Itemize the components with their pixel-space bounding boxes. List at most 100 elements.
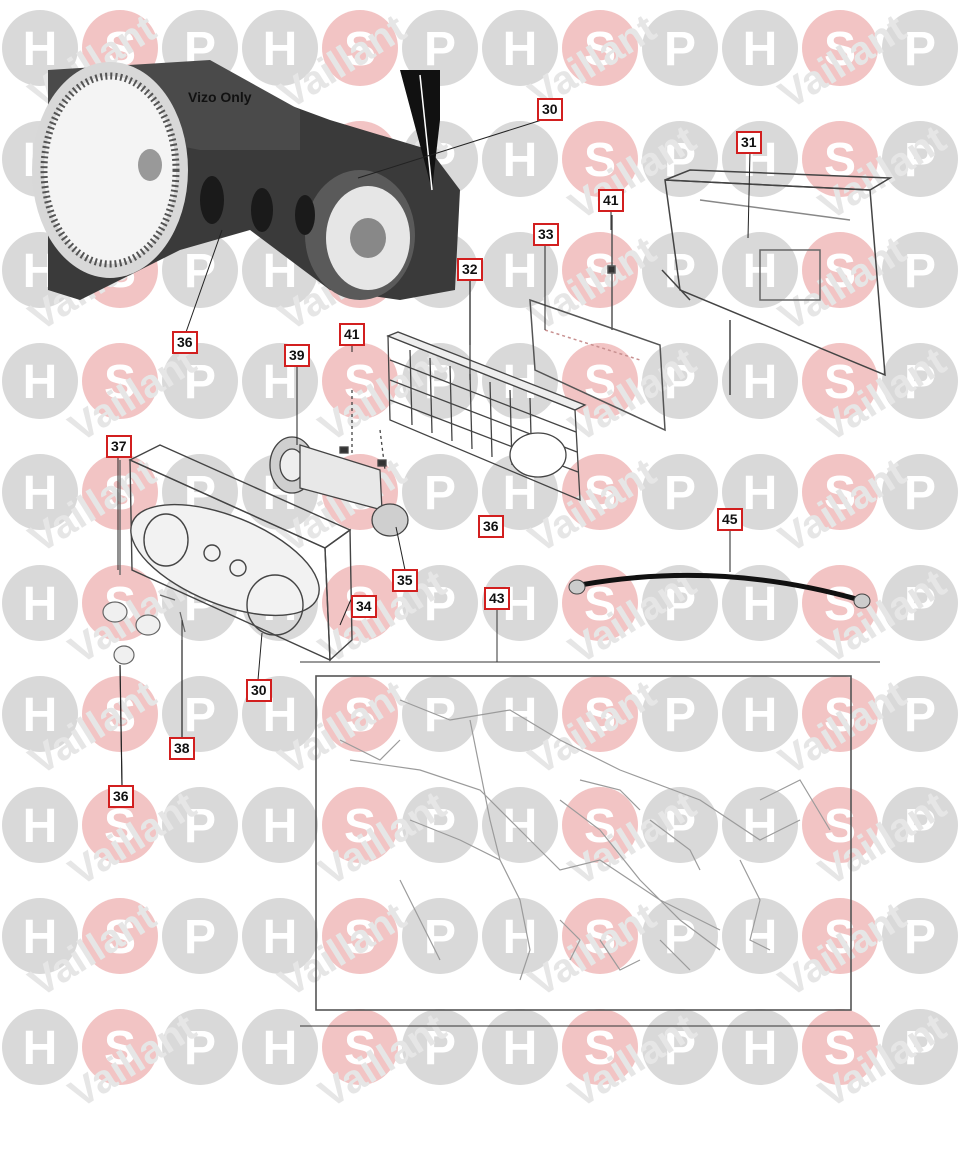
watermark-circle <box>242 898 318 974</box>
watermark-circle <box>802 1009 878 1085</box>
callout-32[interactable]: 32 <box>457 258 483 281</box>
callout-30-top[interactable]: 30 <box>537 98 563 121</box>
watermark-letter: H <box>263 911 298 964</box>
watermark-letter: P <box>664 356 696 409</box>
watermark-circle <box>562 10 638 86</box>
watermark-letter: P <box>424 800 456 853</box>
callout-38[interactable]: 38 <box>169 737 195 760</box>
watermark-circle <box>322 787 398 863</box>
watermark-circle <box>162 232 238 308</box>
callout-36-bottom[interactable]: 36 <box>108 785 134 808</box>
watermark-letter: P <box>184 356 216 409</box>
watermark-circle <box>82 343 158 419</box>
watermark-circle <box>562 898 638 974</box>
watermark-circle <box>242 10 318 86</box>
part-32-grille <box>386 280 587 502</box>
watermark-letter: H <box>263 1022 298 1075</box>
watermark-circle <box>802 454 878 530</box>
watermark-letter: S <box>584 578 616 631</box>
watermark-circle <box>882 343 958 419</box>
watermark-letter: H <box>503 911 538 964</box>
watermark-letter: H <box>23 578 58 631</box>
watermark-circle <box>882 787 958 863</box>
watermark-letter: P <box>664 467 696 520</box>
watermark-circle <box>802 676 878 752</box>
watermark-circle <box>322 676 398 752</box>
callout-31[interactable]: 31 <box>736 131 762 154</box>
vizo-only-note: Vizo Only <box>188 89 252 105</box>
watermark-circle <box>722 1009 798 1085</box>
watermark-circle <box>482 10 558 86</box>
watermark-letter: H <box>503 134 538 187</box>
watermark-letter: S <box>104 1022 136 1075</box>
watermark-circle <box>802 787 878 863</box>
watermark-letter: P <box>904 134 936 187</box>
callout-45[interactable]: 45 <box>717 508 743 531</box>
watermark-circle <box>642 121 718 197</box>
watermark-letter: H <box>503 245 538 298</box>
watermark-letter: S <box>824 134 856 187</box>
watermark-letter: S <box>824 578 856 631</box>
watermark-letter: S <box>344 23 376 76</box>
watermark-circle <box>402 10 478 86</box>
watermark-letter: P <box>904 245 936 298</box>
watermark-circle <box>402 565 478 641</box>
watermark-circle <box>2 1009 78 1085</box>
watermark-circle <box>562 676 638 752</box>
watermark-letter: S <box>344 356 376 409</box>
watermark-letter: P <box>904 911 936 964</box>
part-33-plate <box>529 215 666 432</box>
watermark-circle <box>802 121 878 197</box>
callout-36-top[interactable]: 36 <box>172 331 198 354</box>
watermark-circle <box>322 1009 398 1085</box>
callout-35[interactable]: 35 <box>392 569 418 592</box>
watermark-circle <box>242 1009 318 1085</box>
watermark-circle <box>642 454 718 530</box>
watermark-circle <box>82 676 158 752</box>
watermark-circle <box>722 10 798 86</box>
watermark-letter: S <box>344 689 376 742</box>
watermark-letter: S <box>344 800 376 853</box>
watermark-letter: H <box>503 800 538 853</box>
watermark-letter: H <box>23 911 58 964</box>
watermark-circle <box>882 565 958 641</box>
watermark-circle <box>482 232 558 308</box>
callout-37[interactable]: 37 <box>106 435 132 458</box>
watermark-letter: P <box>184 245 216 298</box>
callout-41-mid[interactable]: 41 <box>339 323 365 346</box>
watermark-letter: H <box>743 578 778 631</box>
watermark-letter: P <box>424 1022 456 1075</box>
callout-34[interactable]: 34 <box>351 595 377 618</box>
watermark-circle <box>562 1009 638 1085</box>
watermark-circle <box>642 898 718 974</box>
watermark-circle <box>2 787 78 863</box>
watermark-letter: H <box>23 1022 58 1075</box>
callout-30-bottom[interactable]: 30 <box>246 679 272 702</box>
watermark-circle <box>882 121 958 197</box>
watermark-circle <box>2 898 78 974</box>
watermark-circle <box>402 676 478 752</box>
watermark-circle <box>482 121 558 197</box>
callout-41-top[interactable]: 41 <box>598 189 624 212</box>
watermark-letter: P <box>904 356 936 409</box>
watermark-letter: P <box>904 689 936 742</box>
callout-43[interactable]: 43 <box>484 587 510 610</box>
watermark-circle <box>562 343 638 419</box>
watermark-circle <box>82 787 158 863</box>
watermark-circle <box>562 232 638 308</box>
callout-36-mid[interactable]: 36 <box>478 515 504 538</box>
callout-33[interactable]: 33 <box>533 223 559 246</box>
watermark-circle <box>722 676 798 752</box>
watermark-circle <box>882 454 958 530</box>
watermark-letter: S <box>104 911 136 964</box>
callout-39[interactable]: 39 <box>284 344 310 367</box>
watermark-circle <box>642 676 718 752</box>
watermark-letter: S <box>104 356 136 409</box>
watermark-letter: P <box>184 1022 216 1075</box>
watermark-circle <box>482 787 558 863</box>
watermark-letter: H <box>23 356 58 409</box>
part-31-chassis <box>661 169 893 395</box>
watermark-circle <box>402 1009 478 1085</box>
watermark-circle <box>802 343 878 419</box>
watermark-letter: H <box>743 800 778 853</box>
